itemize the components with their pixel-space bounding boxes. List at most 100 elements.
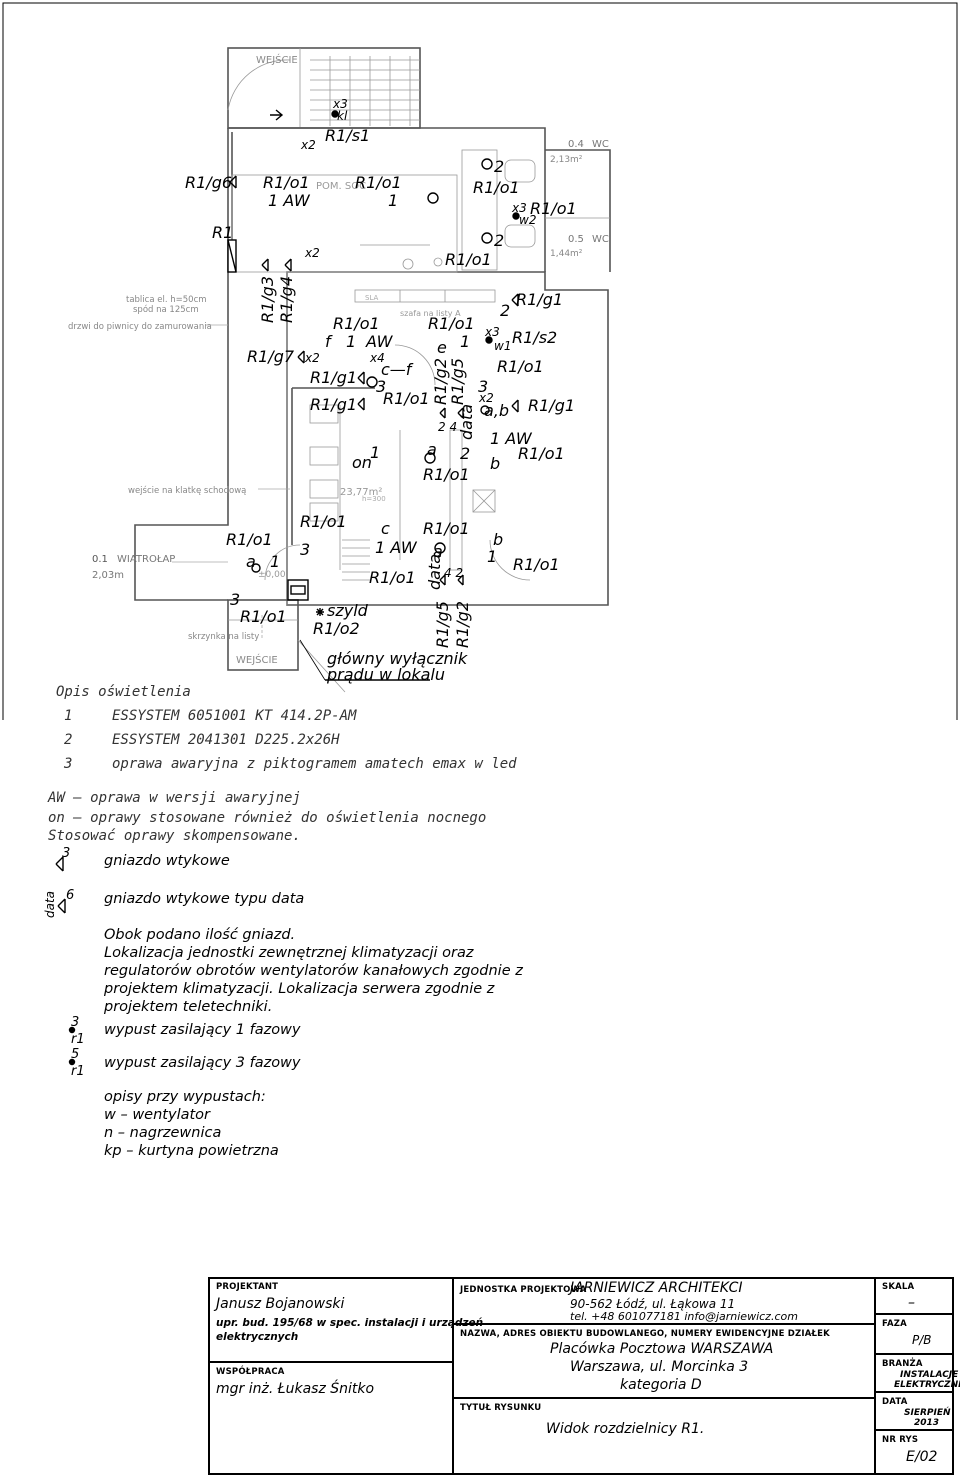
jednostka-address: 90-562 Łódź, ul. Łąkowa 11: [570, 1297, 736, 1311]
outlet-3phase-text: wypust zasilający 3 fazowy: [104, 1055, 301, 1071]
jednostka-name: JARNIEWICZ ARCHITEKCI: [570, 1280, 743, 1296]
wc-top-area: 2,13m²: [550, 155, 583, 165]
label-1: 1: [487, 547, 497, 566]
obiekt-name: Placówka Pocztowa WARSZAWA: [550, 1341, 774, 1357]
projektant-license-2: elektrycznych: [216, 1331, 299, 1343]
note-line: Obok podano ilość gniazd.: [104, 927, 296, 943]
note-line: projektem klimatyzacji. Lokalizacja serw…: [104, 981, 495, 997]
note-line: regulatorów obrotów wentylatorów kanałow…: [104, 963, 523, 979]
label-r1o1: R1/o1: [473, 178, 520, 197]
label-x4: x4: [369, 351, 385, 365]
circuit-labels: R1/g6 R1/o1 R1/o1 1 AW 1 R1/s1 x3 kl x2 …: [185, 97, 577, 684]
label-x3: x3: [511, 201, 527, 215]
label-b: b: [493, 530, 503, 549]
legend-item-text: oprawa awaryjna z piktogramem amatech em…: [112, 756, 517, 772]
label-1: 1: [346, 332, 356, 351]
outlet-3phase-sub: r1: [71, 1064, 85, 1079]
label-r1g4: R1/g4: [277, 276, 296, 323]
label-r1g3: R1/g3: [258, 276, 277, 323]
label-1aw: 1 AW: [375, 538, 418, 557]
label-a: a: [433, 542, 443, 561]
data-header: DATA: [882, 1397, 908, 1407]
label-e: e: [437, 338, 447, 357]
label-a: a: [246, 552, 256, 571]
outlet-3phase-count: 5: [71, 1047, 79, 1062]
label-r1o1: R1/o1: [300, 512, 347, 531]
label-2: 2: [460, 444, 470, 463]
label-r1o1: R1/o1: [530, 199, 577, 218]
electrical-symbols: [227, 109, 520, 681]
floor-plan: WEJŚCIE WEJŚCIE 0.1 WIATROŁAP 2,03m 0.4 …: [2, 2, 958, 720]
label-r1g1: R1/g1: [528, 396, 575, 415]
wc-top-number: 0.4: [568, 139, 584, 150]
pom-soc-label: POM. SOC: [316, 181, 366, 192]
socket-icon: [55, 856, 64, 872]
label-3: 3: [376, 377, 386, 396]
legend-item-number: 1: [64, 708, 73, 724]
label-r1g5: R1/g5: [448, 358, 467, 405]
label-2: 2: [494, 157, 504, 176]
sheet-border: [2, 2, 958, 720]
drawing-title: Widok rozdzielnicy R1.: [546, 1421, 705, 1437]
label-a-b: a,b: [484, 401, 509, 420]
label-data: data: [457, 404, 476, 440]
branza-header: BRANŻA: [882, 1359, 923, 1369]
on-note: on – oprawy stosowane również do oświetl…: [48, 810, 487, 826]
legend-item-number: 3: [64, 756, 73, 772]
main-switch-label-2: prądu w lokalu: [326, 665, 445, 684]
szafa-label: szafa na listy A: [400, 309, 461, 318]
legend-item-text: ESSYSTEM 2041301 D225.2x26H: [112, 732, 340, 748]
label-r1o1: R1/o1: [513, 555, 560, 574]
label-r1g6: R1/g6: [185, 173, 232, 192]
sla-label: SLA: [365, 294, 379, 302]
level-label: ±0,00: [258, 570, 286, 580]
label-r1s1: R1/s1: [325, 126, 370, 145]
projektant-header: PROJEKTANT: [216, 1282, 279, 1292]
label-aw: AW: [365, 332, 394, 351]
label-1aw: 1 AW: [490, 429, 533, 448]
label-w2: w2: [519, 213, 536, 227]
branza-value-1: INSTALACJE: [900, 1370, 959, 1380]
label-x2: x2: [478, 391, 494, 405]
nr-header: NR RYS: [882, 1435, 919, 1445]
jednostka-header: JEDNOSTKA PROJEKTOWA: [460, 1285, 587, 1295]
tablica-label-2: spód na 125cm: [133, 304, 199, 315]
label-2: 2: [500, 301, 510, 320]
label-x2: x2: [300, 138, 316, 152]
entrance-top-label: WEJŚCIE: [256, 53, 298, 66]
label-2: 2: [494, 231, 504, 250]
wc-bottom-number: 0.5: [568, 234, 584, 245]
label-3: 3: [478, 377, 488, 396]
label-r1o1: R1/o1: [423, 519, 470, 538]
socket-count: 3: [62, 846, 70, 861]
jednostka-contact: tel. +48 601077181 info@jarniewicz.com: [570, 1310, 798, 1323]
data-tag: data: [43, 891, 57, 918]
label-r1g7: R1/g7: [247, 347, 295, 366]
label-r1g1: R1/g1: [310, 395, 357, 414]
outlet-1phase-sub: r1: [71, 1032, 85, 1047]
label-r1s2: R1/s2: [512, 328, 557, 347]
label-c-f: c—f: [381, 360, 414, 379]
label-x3: x3: [484, 325, 500, 339]
branza-value-2: ELEKTRYCZNE: [894, 1380, 960, 1390]
label-r1o1: R1/o1: [497, 357, 544, 376]
label-1: 1: [370, 443, 380, 462]
wiatrolap-area: 2,03m: [92, 570, 124, 581]
note-line: Lokalizacja jednostki zewnętrznej klimat…: [104, 945, 474, 961]
label-r1o1: R1/o1: [423, 465, 470, 484]
label-b: b: [490, 454, 500, 473]
opisy-block: opisy przy wypustach: w – wentylator n –…: [104, 1088, 279, 1160]
outlet-3phase-icon: [68, 1058, 76, 1066]
tablica-label-1: tablica el. h=50cm: [126, 295, 207, 305]
outlet-1phase-count: 3: [71, 1015, 79, 1030]
label-f: f: [325, 332, 333, 351]
label-3: 3: [300, 540, 310, 559]
label-r1g5: R1/g5: [433, 601, 452, 648]
room-labels: WEJŚCIE WEJŚCIE 0.1 WIATROŁAP 2,03m 0.4 …: [68, 53, 609, 666]
entrance-bottom-label: WEJŚCIE: [236, 653, 278, 666]
note-line: projektem teletechniki.: [104, 999, 273, 1015]
legend-title: Opis oświetlenia: [56, 684, 191, 700]
label-r1g2: R1/g2: [453, 601, 472, 648]
notes-block: Obok podano ilość gniazd. Lokalizacja je…: [104, 926, 523, 1016]
